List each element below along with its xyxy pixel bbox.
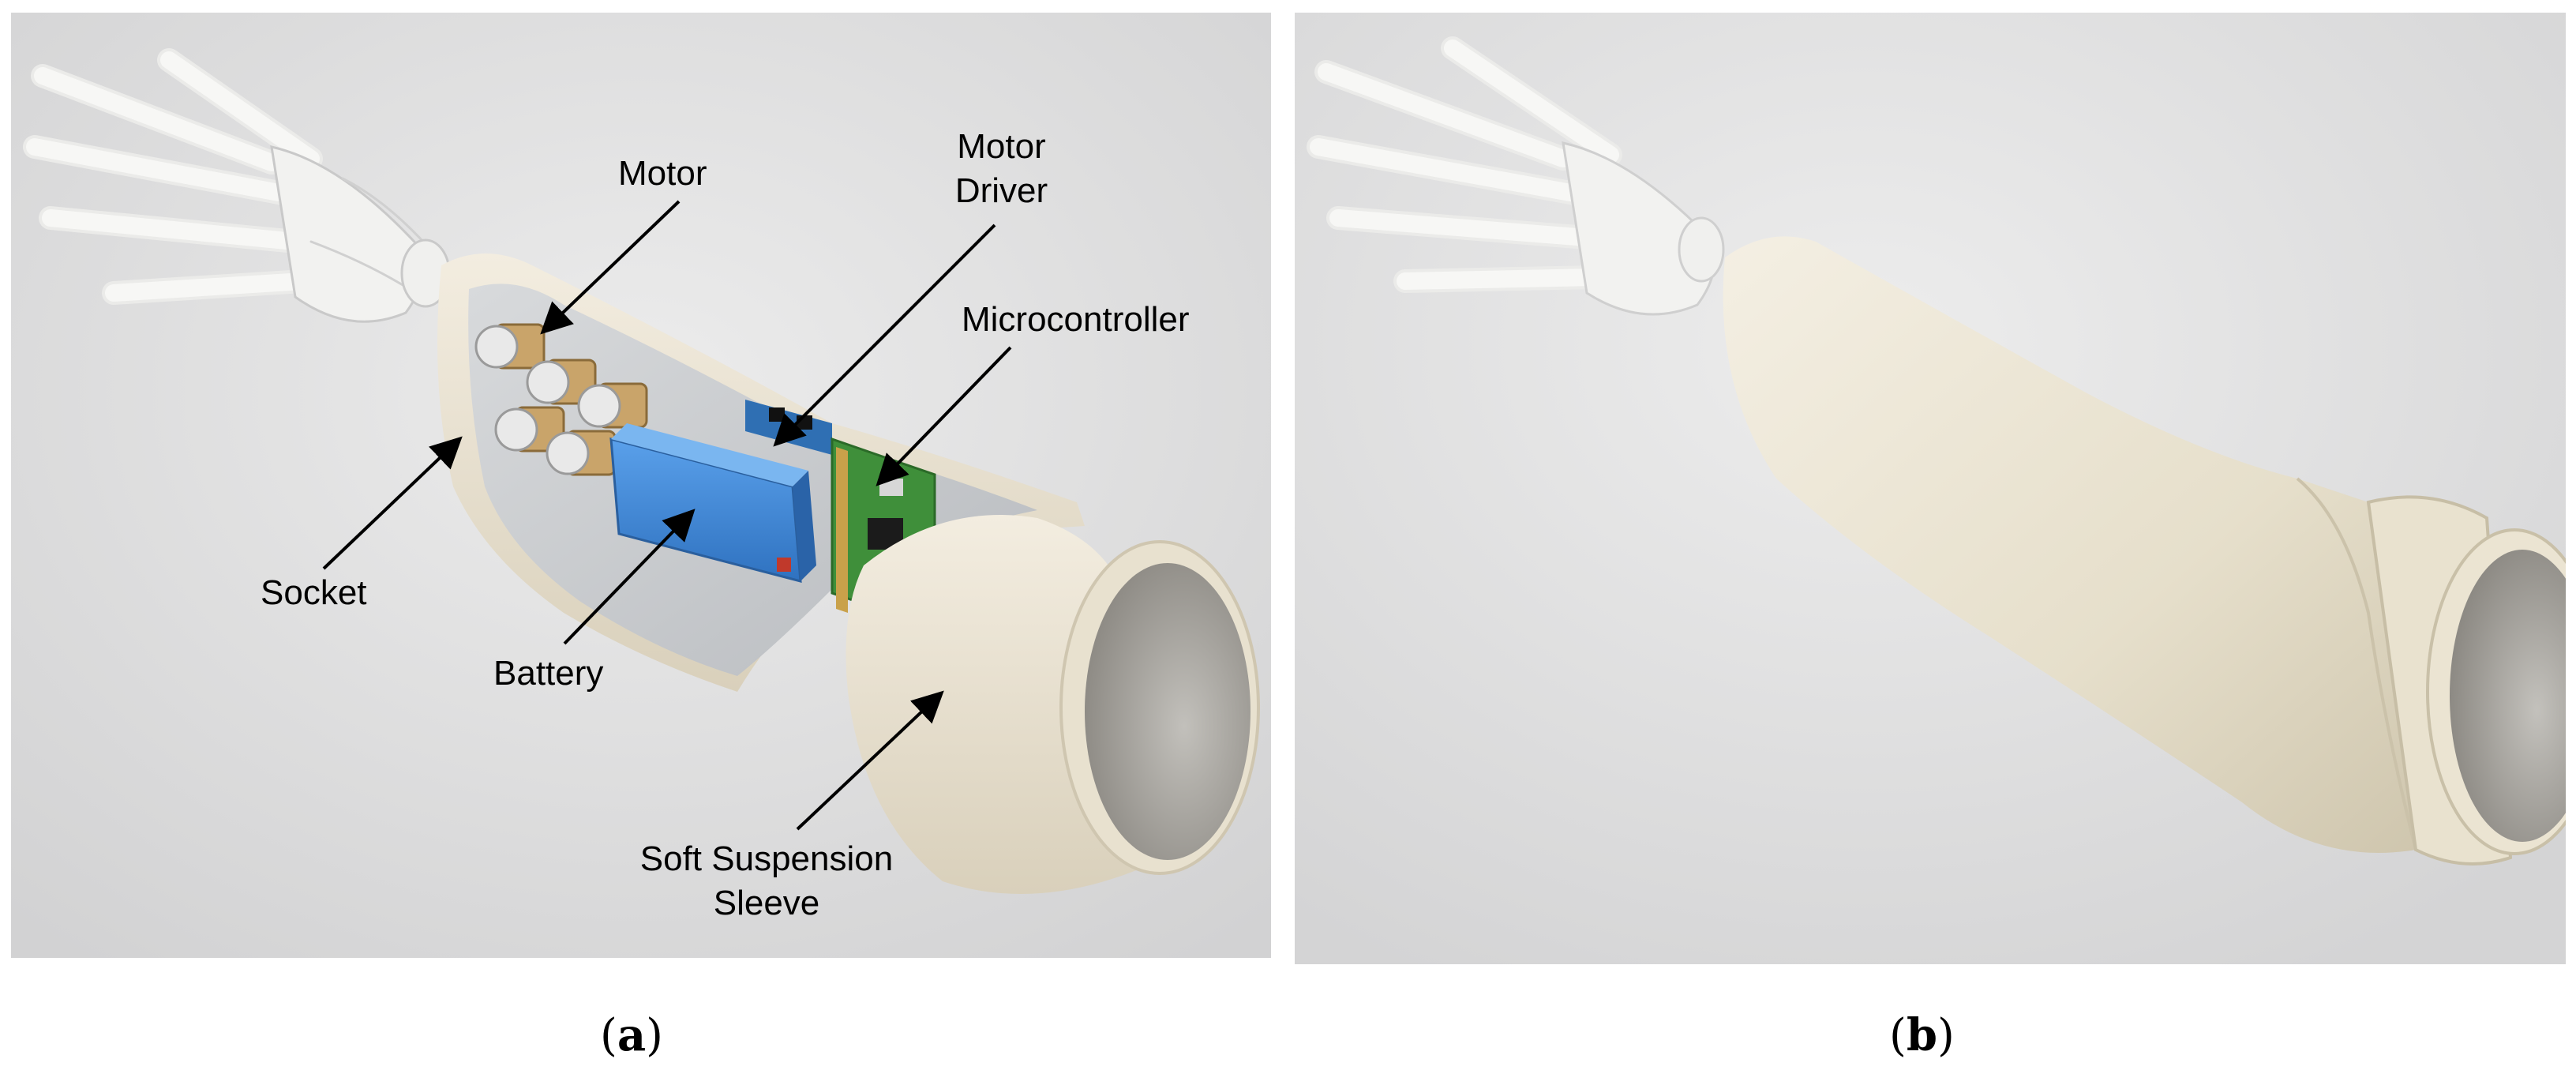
callout-motor: Motor [618, 154, 707, 193]
caption-a-open: ( [600, 1010, 617, 1061]
callout-soft-suspension-sleeve: Soft Suspension Sleeve [613, 837, 921, 926]
callout-sleeve-line2: Sleeve [713, 884, 820, 922]
callout-sleeve-line1: Soft Suspension [639, 839, 894, 878]
skeleton-hand [23, 48, 451, 323]
panel-a-cutaway-render [11, 13, 1271, 958]
battery-pack [609, 423, 816, 583]
caption-a-close: ) [646, 1010, 664, 1061]
callout-socket: Socket [261, 573, 367, 612]
caption-b-open: ( [1889, 1010, 1907, 1061]
caption-b-letter: b [1906, 1009, 1938, 1061]
cutaway-prosthesis-illustration [11, 13, 1271, 958]
socket-shell [1723, 236, 2416, 853]
motor-cluster [474, 323, 648, 476]
panel-b-assembled-render [1295, 13, 2566, 964]
callout-motor-driver-line2: Driver [954, 171, 1048, 210]
callout-microcontroller: Microcontroller [962, 300, 1190, 339]
callout-motor-driver: Motor Driver [936, 125, 1067, 213]
caption-a-letter: a [617, 1009, 647, 1061]
caption-panel-b: (b) [1889, 1009, 1955, 1061]
skeleton-hand [1307, 36, 1725, 316]
caption-panel-a: (a) [600, 1009, 663, 1061]
callout-battery: Battery [493, 654, 604, 693]
caption-b-close: ) [1937, 1010, 1955, 1061]
assembled-prosthesis-illustration [1295, 13, 2566, 964]
socket-opening [2426, 528, 2566, 855]
callout-motor-driver-line1: Motor [957, 127, 1046, 166]
